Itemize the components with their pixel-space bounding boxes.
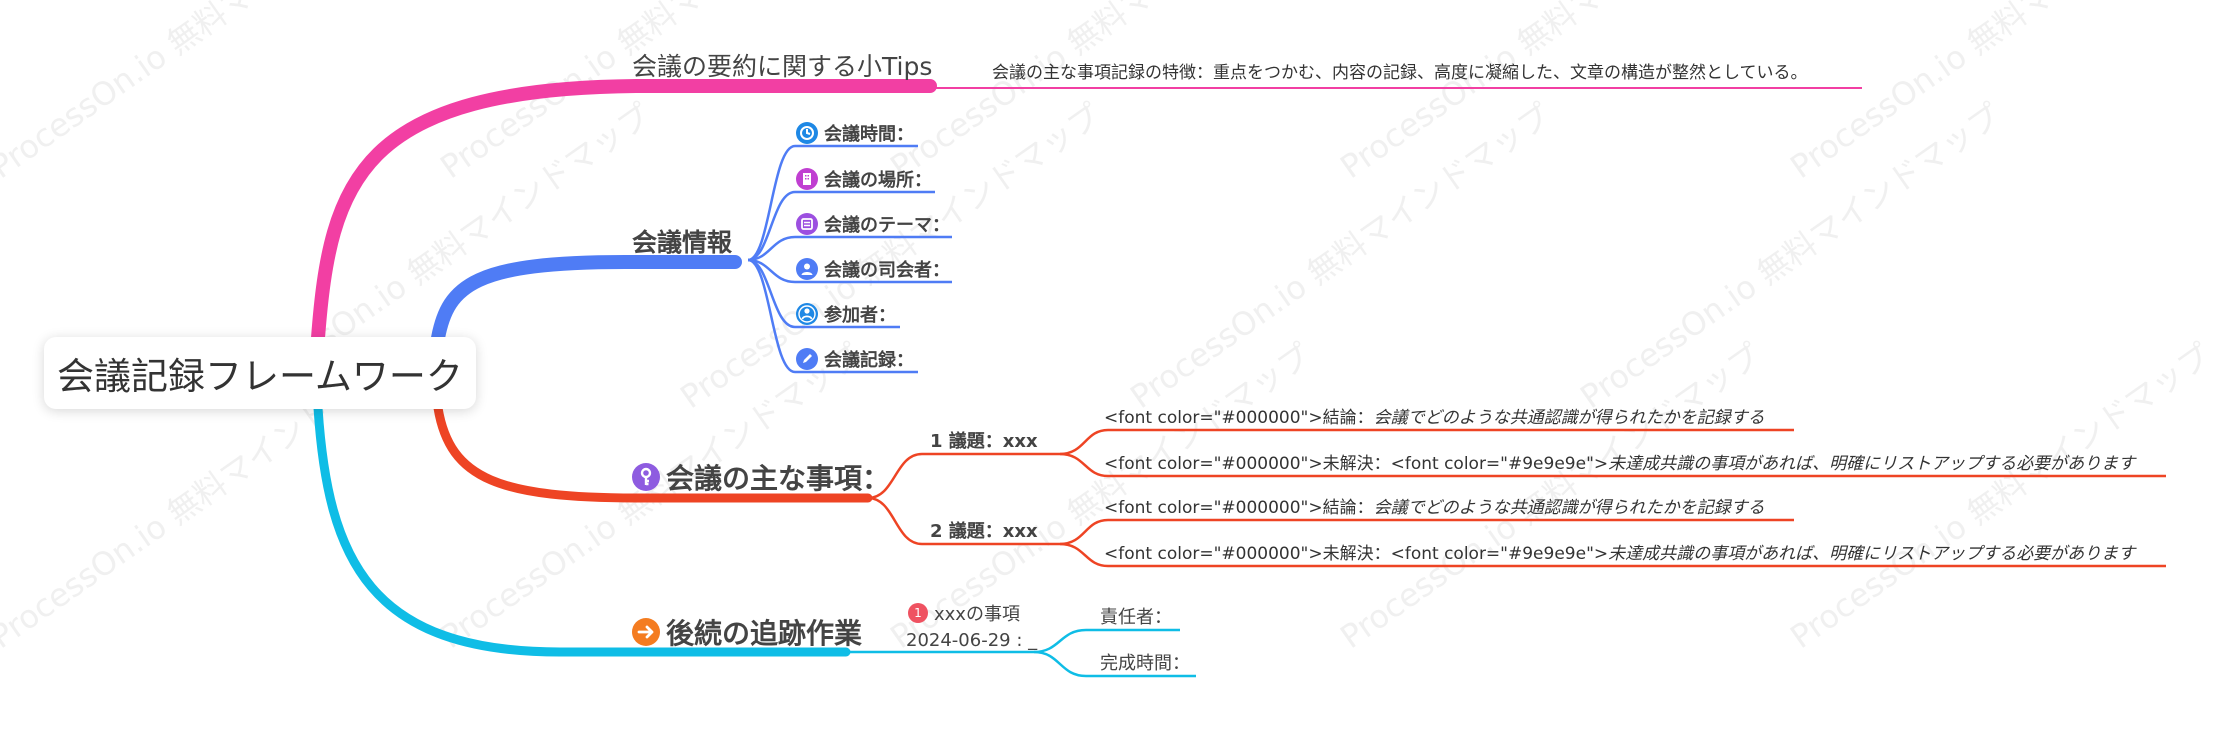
topic-2-conclusion[interactable]: <font color="#000000">結論：会議でどのような共通認識が得ら… (1104, 498, 1765, 518)
info-item-record[interactable]: 会議記録： (796, 348, 914, 372)
topic-2-connector-conclusion (1059, 518, 1794, 546)
branch-connector-follow (313, 403, 851, 657)
follow-field-deadline[interactable]: 完成時間： (1100, 653, 1190, 674)
topic-item-1[interactable]: 1 議題：xxx (930, 431, 1038, 452)
matters-connector-topic-2 (867, 496, 1060, 546)
follow-task-date[interactable]: 2024-06-29 : _ (906, 630, 1038, 651)
info-item-place[interactable]: 会議の場所： (796, 168, 932, 192)
info-item-participants[interactable]: 参加者： (796, 303, 896, 327)
root-title: 会議記録フレームワーク (57, 355, 463, 398)
info-connector-2 (747, 190, 935, 262)
info-item-time[interactable]: 会議時間： (796, 122, 914, 146)
arrow-right-icon (632, 618, 660, 646)
topic-matters[interactable]: 会議の主な事項： (632, 463, 890, 494)
topic-1-conclusion[interactable]: <font color="#000000">結論：会議でどのような共通認識が得ら… (1104, 408, 1765, 428)
branch-connector-matters (433, 403, 873, 503)
tips-detail[interactable]: 会議の主な事項記録の特徴：重点をつかむ、内容の記録、高度に凝縮した、文章の構造が… (992, 63, 1808, 83)
follow-connector-owner (1033, 628, 1180, 654)
priority-badge: 1 (908, 603, 928, 623)
info-item-theme[interactable]: 会議のテーマ： (796, 213, 950, 237)
topic-2-connector-unresolved (1059, 542, 2166, 568)
topic-info[interactable]: 会議情報 (632, 228, 733, 257)
topic-1-unresolved[interactable]: <font color="#000000">未解決：<font color="#… (1104, 454, 2136, 474)
info-connector-6 (747, 258, 918, 374)
topic-tips[interactable]: 会議の要約に関する小Tips (632, 52, 933, 81)
follow-connector-deadline (1033, 650, 1196, 678)
list-icon (796, 213, 818, 235)
topic-2-unresolved[interactable]: <font color="#000000">未解決：<font color="#… (1104, 544, 2136, 564)
topic-1-connector-unresolved (1059, 452, 2166, 478)
clock-icon (796, 122, 818, 144)
follow-field-owner[interactable]: 責任者： (1100, 607, 1172, 628)
key-icon (632, 463, 660, 491)
info-item-host[interactable]: 会議の司会者： (796, 258, 950, 282)
topic-1-connector-conclusion (1059, 428, 1794, 456)
info-connector-3 (747, 235, 952, 262)
branch-connector-tips (311, 79, 937, 345)
people-icon (796, 303, 818, 325)
pencil-icon (796, 348, 818, 370)
root-topic[interactable]: 会議記録フレームワーク (44, 337, 476, 409)
info-connector-1 (747, 144, 918, 262)
topic-follow-up[interactable]: 後続の追跡作業 (632, 618, 862, 649)
matters-connector-topic-1 (867, 452, 1060, 500)
person-icon (796, 258, 818, 280)
building-icon (796, 168, 818, 190)
branch-connector-info (431, 255, 742, 345)
info-connector-4 (747, 258, 952, 284)
topic-item-2[interactable]: 2 議題：xxx (930, 521, 1038, 542)
